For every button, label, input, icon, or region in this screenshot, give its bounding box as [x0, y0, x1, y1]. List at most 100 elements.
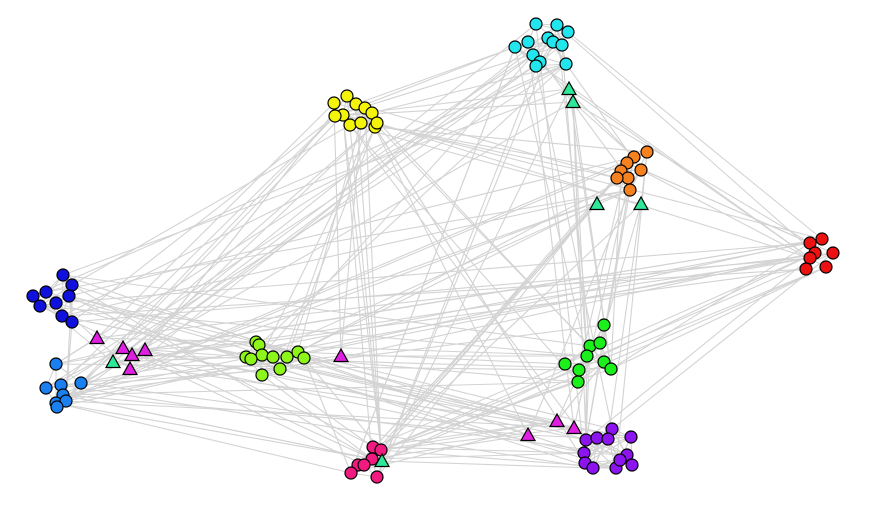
- node-cyan: [508, 40, 522, 54]
- graph-edge: [567, 31, 823, 240]
- triangle-node-green: [560, 80, 578, 96]
- graph-edge: [572, 101, 811, 244]
- graph-edge: [129, 189, 631, 370]
- graph-edge: [572, 101, 635, 158]
- graph-edge: [371, 452, 585, 460]
- node-blue: [26, 289, 40, 303]
- graph-edge: [96, 102, 335, 339]
- node-blue: [33, 299, 47, 313]
- graph-edge: [342, 114, 382, 451]
- node-lightblue: [59, 394, 73, 408]
- graph-edge: [96, 252, 834, 339]
- node-orange: [640, 145, 654, 159]
- node-orange: [621, 171, 635, 185]
- node-purple: [613, 453, 627, 467]
- graph-edge: [381, 252, 816, 462]
- graph-edge: [607, 203, 642, 440]
- node-red: [826, 246, 840, 260]
- node-lightblue: [50, 400, 64, 414]
- node-green: [593, 336, 607, 350]
- node-cyan: [529, 59, 543, 73]
- node-green: [572, 363, 586, 377]
- graph-edge: [258, 344, 588, 357]
- graph-edge: [371, 203, 598, 460]
- graph-edge: [32, 63, 567, 297]
- graph-edge: [333, 102, 342, 357]
- graph-edge: [261, 54, 534, 356]
- graph-edge: [65, 321, 73, 402]
- graph-edge: [131, 354, 585, 454]
- node-blue: [56, 268, 70, 282]
- triangle-node-magenta: [114, 339, 132, 355]
- graph-edge: [380, 252, 834, 451]
- node-blue: [55, 309, 69, 323]
- node-purple: [586, 461, 600, 475]
- graph-edge: [55, 302, 131, 370]
- graph-edge: [62, 324, 605, 396]
- graph-edge: [346, 95, 383, 462]
- triangle-node-magenta: [332, 347, 350, 363]
- triangle-node-magenta: [88, 329, 106, 345]
- node-pink: [370, 470, 384, 484]
- graph-edge: [71, 115, 336, 323]
- graph-edge: [250, 358, 594, 469]
- node-lime: [280, 350, 294, 364]
- graph-edge: [65, 400, 575, 429]
- node-green: [558, 357, 572, 371]
- graph-edge: [585, 257, 811, 441]
- graph-edge: [381, 460, 594, 469]
- node-green: [604, 362, 618, 376]
- graph-edge: [564, 252, 816, 365]
- node-cyan: [559, 57, 573, 71]
- node-blue: [39, 285, 53, 299]
- graph-edge: [62, 88, 570, 276]
- node-lime: [273, 362, 287, 376]
- node-orange: [610, 171, 624, 185]
- graph-edge: [349, 124, 587, 441]
- graph-edge: [144, 238, 823, 351]
- graph-edge: [55, 402, 352, 474]
- node-lime: [297, 351, 311, 365]
- node-red: [803, 251, 817, 265]
- graph-edge: [61, 268, 807, 317]
- node-cyan: [529, 17, 543, 31]
- triangle-node-magenta: [123, 346, 141, 362]
- graph-edge: [568, 88, 811, 259]
- graph-edge: [355, 103, 618, 179]
- node-blue: [49, 296, 63, 310]
- triangle-node-green: [588, 195, 606, 211]
- node-yellow: [343, 118, 357, 132]
- edge-layer: [32, 23, 834, 478]
- triangle-node-green: [104, 353, 122, 369]
- graph-edge: [342, 88, 570, 116]
- node-green: [580, 349, 594, 363]
- graph-edge: [610, 266, 827, 370]
- graph-edge: [556, 24, 816, 254]
- graph-edge: [376, 37, 549, 478]
- graph-edge: [112, 37, 549, 363]
- graph-edge: [640, 151, 648, 205]
- graph-edge: [376, 88, 570, 478]
- graph-edge: [297, 169, 642, 353]
- triangle-node-magenta: [548, 412, 566, 428]
- graph-edge: [68, 295, 257, 343]
- node-green: [597, 318, 611, 332]
- graph-edge: [349, 124, 642, 205]
- node-yellow: [354, 116, 368, 130]
- graph-edge: [112, 257, 811, 363]
- graph-edge: [514, 46, 588, 357]
- triangle-node-green: [632, 195, 650, 211]
- node-lime: [255, 368, 269, 382]
- graph-edge: [71, 284, 373, 460]
- node-orange: [634, 163, 648, 177]
- triangle-node-green: [564, 93, 582, 109]
- graph-edge: [611, 252, 834, 430]
- triangle-node-magenta: [121, 360, 139, 376]
- graph-edge: [39, 305, 373, 460]
- graph-edge: [55, 363, 580, 371]
- graph-edge: [55, 402, 373, 460]
- graph-edge: [334, 44, 563, 117]
- graph-edge: [68, 295, 288, 358]
- graph-edge: [583, 156, 635, 454]
